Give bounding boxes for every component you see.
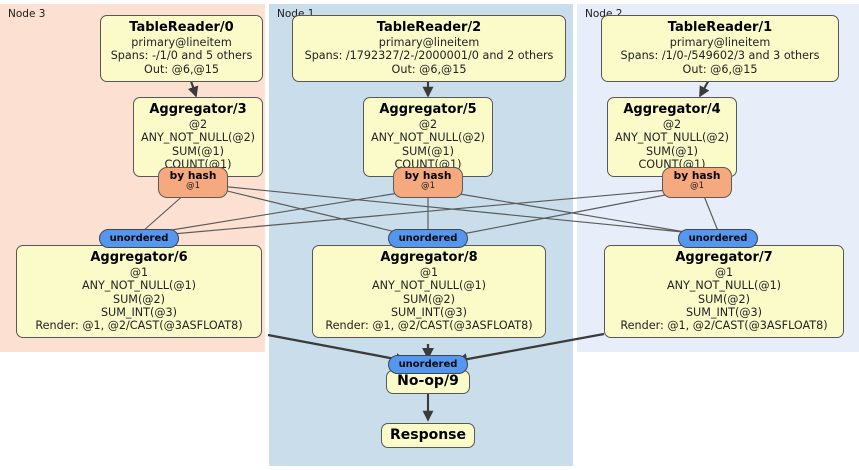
processor-title: Response	[389, 426, 467, 443]
processor-group: @2	[188, 118, 208, 132]
processor-agg-1: ANY_NOT_NULL(@2)	[370, 131, 486, 145]
processor-out: Out: @6,@15	[391, 62, 467, 76]
processor-title: Aggregator/5	[379, 102, 477, 117]
processor-box-aggregator-5[interactable]: Aggregator/5 @2 ANY_NOT_NULL(@2) SUM(@1)…	[363, 97, 493, 178]
processor-title: TableReader/1	[667, 20, 773, 35]
processor-group: @1	[714, 266, 734, 280]
hash-router-node3[interactable]: by hash @1	[158, 167, 228, 198]
processor-index: primary@lineitem	[131, 36, 232, 50]
synchronizer-unordered-node3[interactable]: unordered	[99, 229, 179, 248]
hash-router-node2[interactable]: by hash @1	[662, 167, 732, 198]
synchronizer-unordered-node2[interactable]: unordered	[678, 229, 758, 248]
processor-agg-2: SUM(@1)	[172, 144, 224, 158]
processor-agg-2: SUM(@2)	[113, 292, 165, 306]
processor-out: Out: @6,@15	[144, 62, 219, 76]
processor-render: Render: @1, @2/CAST(@3ASFLOAT8)	[325, 319, 533, 333]
processor-agg-2: SUM(@2)	[403, 292, 455, 306]
hash-router-column: @1	[420, 181, 436, 192]
processor-spans: Spans: /1792327/2-/2000001/0 and 2 other…	[304, 49, 554, 63]
hash-router-title: by hash	[673, 170, 721, 182]
processor-title: Aggregator/4	[623, 102, 721, 117]
processor-box-aggregator-6[interactable]: Aggregator/6 @1 ANY_NOT_NULL(@1) SUM(@2)…	[16, 245, 262, 339]
processor-agg-2: SUM(@1)	[646, 144, 698, 158]
hash-router-column: @1	[185, 181, 201, 192]
processor-title: Aggregator/7	[675, 250, 773, 265]
synchronizer-label: unordered	[398, 359, 458, 370]
processor-box-aggregator-3[interactable]: Aggregator/3 @2 ANY_NOT_NULL(@2) SUM(@1)…	[133, 97, 263, 178]
processor-index: primary@lineitem	[378, 36, 480, 50]
synchronizer-label: unordered	[109, 233, 169, 244]
processor-box-noop-9[interactable]: No-op/9	[386, 370, 470, 394]
processor-agg-2: SUM(@1)	[402, 144, 454, 158]
processor-group: @1	[419, 266, 439, 280]
processor-group: @2	[662, 118, 682, 132]
node-panel-label: Node 3	[8, 8, 46, 20]
synchronizer-label: unordered	[398, 233, 458, 244]
processor-agg-2: SUM(@2)	[698, 292, 750, 306]
processor-box-aggregator-7[interactable]: Aggregator/7 @1 ANY_NOT_NULL(@1) SUM(@2)…	[604, 245, 844, 339]
processor-title: Aggregator/6	[90, 250, 188, 265]
processor-box-tablereader-1[interactable]: TableReader/1 primary@lineitem Spans: /1…	[601, 15, 839, 82]
processor-title: No-op/9	[397, 373, 459, 390]
processor-spans: Spans: -/1/0 and 5 others	[110, 49, 253, 63]
processor-spans: Spans: /1/0-/549602/3 and 3 others	[620, 49, 820, 63]
processor-title: Aggregator/8	[380, 250, 478, 265]
processor-box-response[interactable]: Response	[381, 423, 475, 448]
hash-router-node1[interactable]: by hash @1	[393, 167, 463, 198]
processor-title: TableReader/0	[129, 20, 234, 35]
synchronizer-label: unordered	[688, 233, 748, 244]
processor-agg-3: SUM_INT(@3)	[100, 305, 178, 319]
hash-router-title: by hash	[169, 170, 217, 182]
processor-agg-3: SUM_INT(@3)	[390, 305, 468, 319]
processor-out: Out: @6,@15	[682, 62, 758, 76]
processor-box-aggregator-8[interactable]: Aggregator/8 @1 ANY_NOT_NULL(@1) SUM(@2)…	[312, 245, 546, 339]
processor-render: Render: @1, @2/CAST(@3ASFLOAT8)	[620, 319, 828, 333]
processor-group: @2	[418, 118, 438, 132]
processor-agg-1: ANY_NOT_NULL(@1)	[666, 279, 782, 293]
processor-agg-1: ANY_NOT_NULL(@2)	[140, 131, 256, 145]
processor-agg-1: ANY_NOT_NULL(@1)	[371, 279, 487, 293]
processor-box-tablereader-0[interactable]: TableReader/0 primary@lineitem Spans: -/…	[100, 15, 263, 82]
processor-group: @1	[129, 266, 149, 280]
processor-agg-1: ANY_NOT_NULL(@1)	[81, 279, 197, 293]
processor-box-aggregator-4[interactable]: Aggregator/4 @2 ANY_NOT_NULL(@2) SUM(@1)…	[607, 97, 737, 178]
hash-router-column: @1	[689, 181, 705, 192]
processor-title: Aggregator/3	[149, 102, 247, 117]
processor-index: primary@lineitem	[669, 36, 771, 50]
synchronizer-unordered-node1[interactable]: unordered	[388, 229, 468, 248]
hash-router-title: by hash	[404, 170, 452, 182]
processor-agg-3: SUM_INT(@3)	[685, 305, 763, 319]
processor-box-tablereader-2[interactable]: TableReader/2 primary@lineitem Spans: /1…	[292, 15, 566, 82]
processor-title: TableReader/2	[376, 20, 482, 35]
processor-agg-1: ANY_NOT_NULL(@2)	[614, 131, 730, 145]
processor-render: Render: @1, @2/CAST(@3ASFLOAT8)	[35, 319, 243, 333]
synchronizer-unordered-final[interactable]: unordered	[388, 355, 468, 374]
